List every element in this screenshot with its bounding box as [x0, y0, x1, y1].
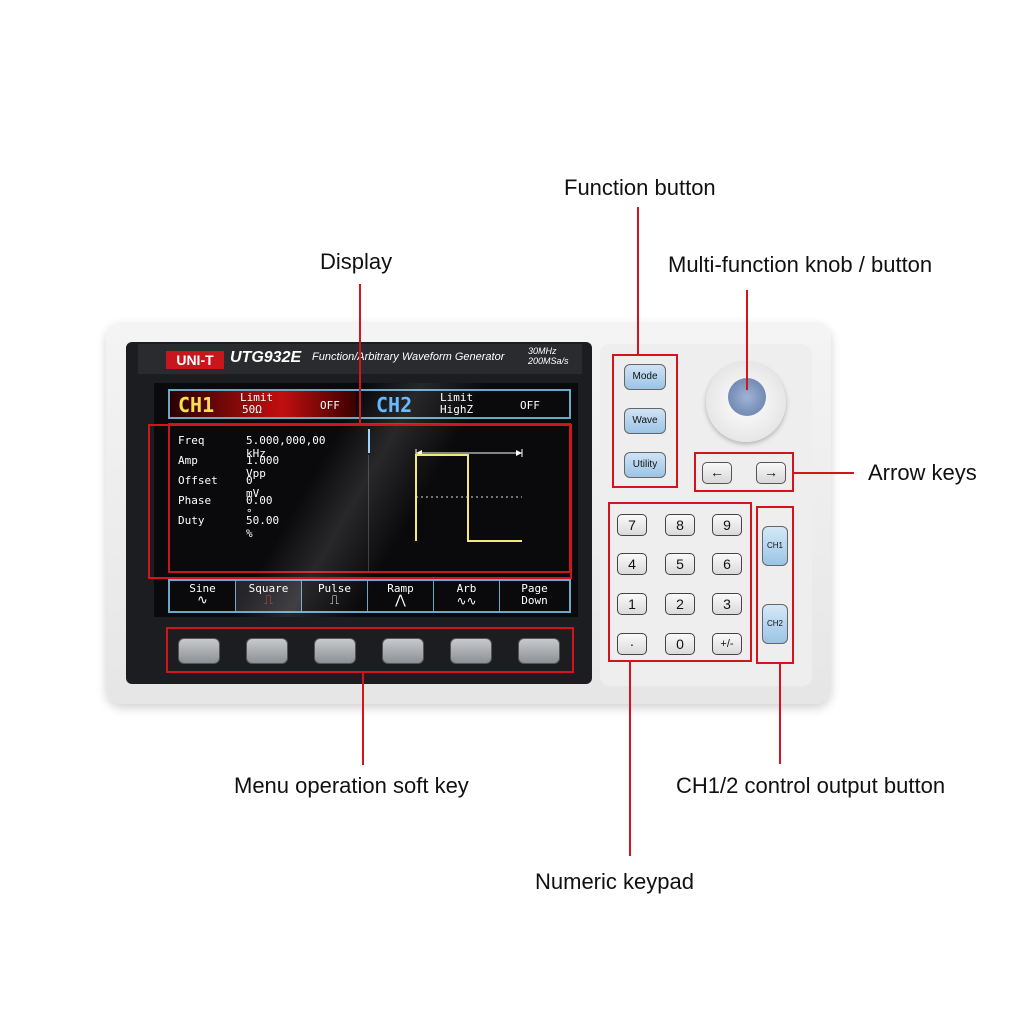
softkey-label: Sine [189, 582, 216, 595]
mode-button[interactable]: Mode [624, 364, 666, 390]
soft-key-2[interactable] [246, 638, 288, 664]
param-value: 0.00 ° [246, 494, 273, 520]
brand-logo: UNI-T [166, 351, 224, 369]
key-6[interactable]: 6 [712, 553, 742, 575]
text-cursor [368, 429, 370, 453]
function-button-callout: Function button [564, 175, 716, 200]
softkey-pointer-line [362, 673, 364, 765]
softkey-label: Pulse [317, 582, 352, 595]
softkey-label: Page [521, 582, 548, 595]
key-decimal[interactable]: · [617, 633, 647, 655]
ch1-limit-label: Limit [240, 391, 274, 404]
ch2-limit-label: Limit [440, 391, 474, 404]
key-0[interactable]: 0 [665, 633, 695, 655]
panel-divider [368, 455, 369, 571]
period-arrow-right [516, 450, 522, 456]
display-highlight-box [148, 424, 572, 579]
softkey-pulse[interactable]: Pulse⎍ [302, 581, 368, 611]
arrow-keys-callout: Arrow keys [868, 460, 977, 485]
key-plus-minus[interactable]: +/- [712, 633, 742, 655]
ch2-label: CH2 [376, 393, 413, 417]
knob-pointer-line [746, 290, 748, 390]
display-pointer-line [359, 284, 361, 424]
keypad-pointer-line [629, 662, 631, 856]
square-waveform [415, 449, 523, 542]
wave-button[interactable]: Wave [624, 408, 666, 434]
param-value: 5.000,000,00 kHz [246, 434, 326, 460]
ch1-state: OFF [320, 399, 340, 412]
arrow-keys-pointer-line [794, 472, 854, 474]
param-name: Offset [178, 474, 218, 487]
softkey-square[interactable]: Square⎍ [236, 581, 302, 611]
param-name: Phase [178, 494, 212, 507]
param-value: 1.000 Vpp [246, 454, 280, 480]
waveform-trace [415, 454, 522, 542]
ramp-icon: ⋀ [395, 593, 406, 608]
ch1-highlight [170, 391, 356, 417]
device-description: Function/Arbitrary Waveform Generator [312, 351, 505, 363]
param-name: Freq [178, 434, 205, 447]
display-callout: Display [320, 249, 393, 274]
param-value: 0 mV [246, 474, 260, 500]
softkey-label: Ramp [387, 582, 414, 595]
function-button-highlight-box [612, 354, 678, 488]
ch1-label: CH1 [178, 393, 215, 417]
menu-softkey-callout: Menu operation soft key [234, 773, 469, 798]
arb-icon: ∿∿ [456, 594, 477, 608]
keypad-highlight-box [608, 502, 752, 662]
ch1-limit-value: 50Ω [242, 403, 262, 416]
device-specs: 30MHz 200MSa/s [528, 346, 569, 366]
function-button-pointer-line [637, 207, 639, 354]
param-name: Duty [178, 514, 205, 527]
ch2-output-button[interactable]: CH2 [762, 604, 788, 644]
pulse-icon: ⎍ [329, 593, 340, 608]
soft-key-5[interactable] [450, 638, 492, 664]
ch1-output-button[interactable]: CH1 [762, 526, 788, 566]
square-icon: ⎍ [263, 593, 274, 608]
key-3[interactable]: 3 [712, 593, 742, 615]
key-8[interactable]: 8 [665, 514, 695, 536]
soft-key-1[interactable] [178, 638, 220, 664]
softkey-arb[interactable]: Arb∿∿ [434, 581, 500, 611]
softkey-sine[interactable]: Sine∿ [170, 581, 236, 611]
channel-status-bar [168, 389, 571, 419]
softkey-label: Square [248, 582, 289, 595]
ch2-limit-value: HighZ [440, 403, 474, 416]
soft-key-6[interactable] [518, 638, 560, 664]
softkey-highlight-box [166, 627, 574, 673]
sine-icon: ∿ [197, 593, 208, 608]
knob-callout: Multi-function knob / button [668, 252, 933, 277]
left-arrow-button[interactable]: ← [702, 462, 732, 484]
spec-frequency: 30MHz [528, 346, 557, 356]
key-7[interactable]: 7 [617, 514, 647, 536]
softkey-label: Arb [456, 582, 477, 595]
key-5[interactable]: 5 [665, 553, 695, 575]
numeric-keypad-callout: Numeric keypad [535, 869, 694, 894]
key-1[interactable]: 1 [617, 593, 647, 615]
key-2[interactable]: 2 [665, 593, 695, 615]
key-9[interactable]: 9 [712, 514, 742, 536]
param-value: 50.00 % [246, 514, 280, 540]
spec-sample-rate: 200MSa/s [528, 356, 569, 366]
soft-key-3[interactable] [314, 638, 356, 664]
ch-buttons-highlight-box [756, 506, 794, 664]
soft-key-4[interactable] [382, 638, 424, 664]
model-name: UTG932E [230, 349, 302, 366]
ch2-state: OFF [520, 399, 540, 412]
arrow-keys-highlight-box [694, 452, 794, 492]
utility-button[interactable]: Utility [624, 452, 666, 478]
key-4[interactable]: 4 [617, 553, 647, 575]
ch-output-callout: CH1/2 control output button [676, 773, 946, 798]
ch-buttons-pointer-line [779, 664, 781, 764]
softkey-sublabel: Down [521, 594, 548, 607]
softkey-ramp[interactable]: Ramp⋀ [368, 581, 434, 611]
right-arrow-button[interactable]: → [756, 462, 786, 484]
param-name: Amp [178, 454, 198, 467]
